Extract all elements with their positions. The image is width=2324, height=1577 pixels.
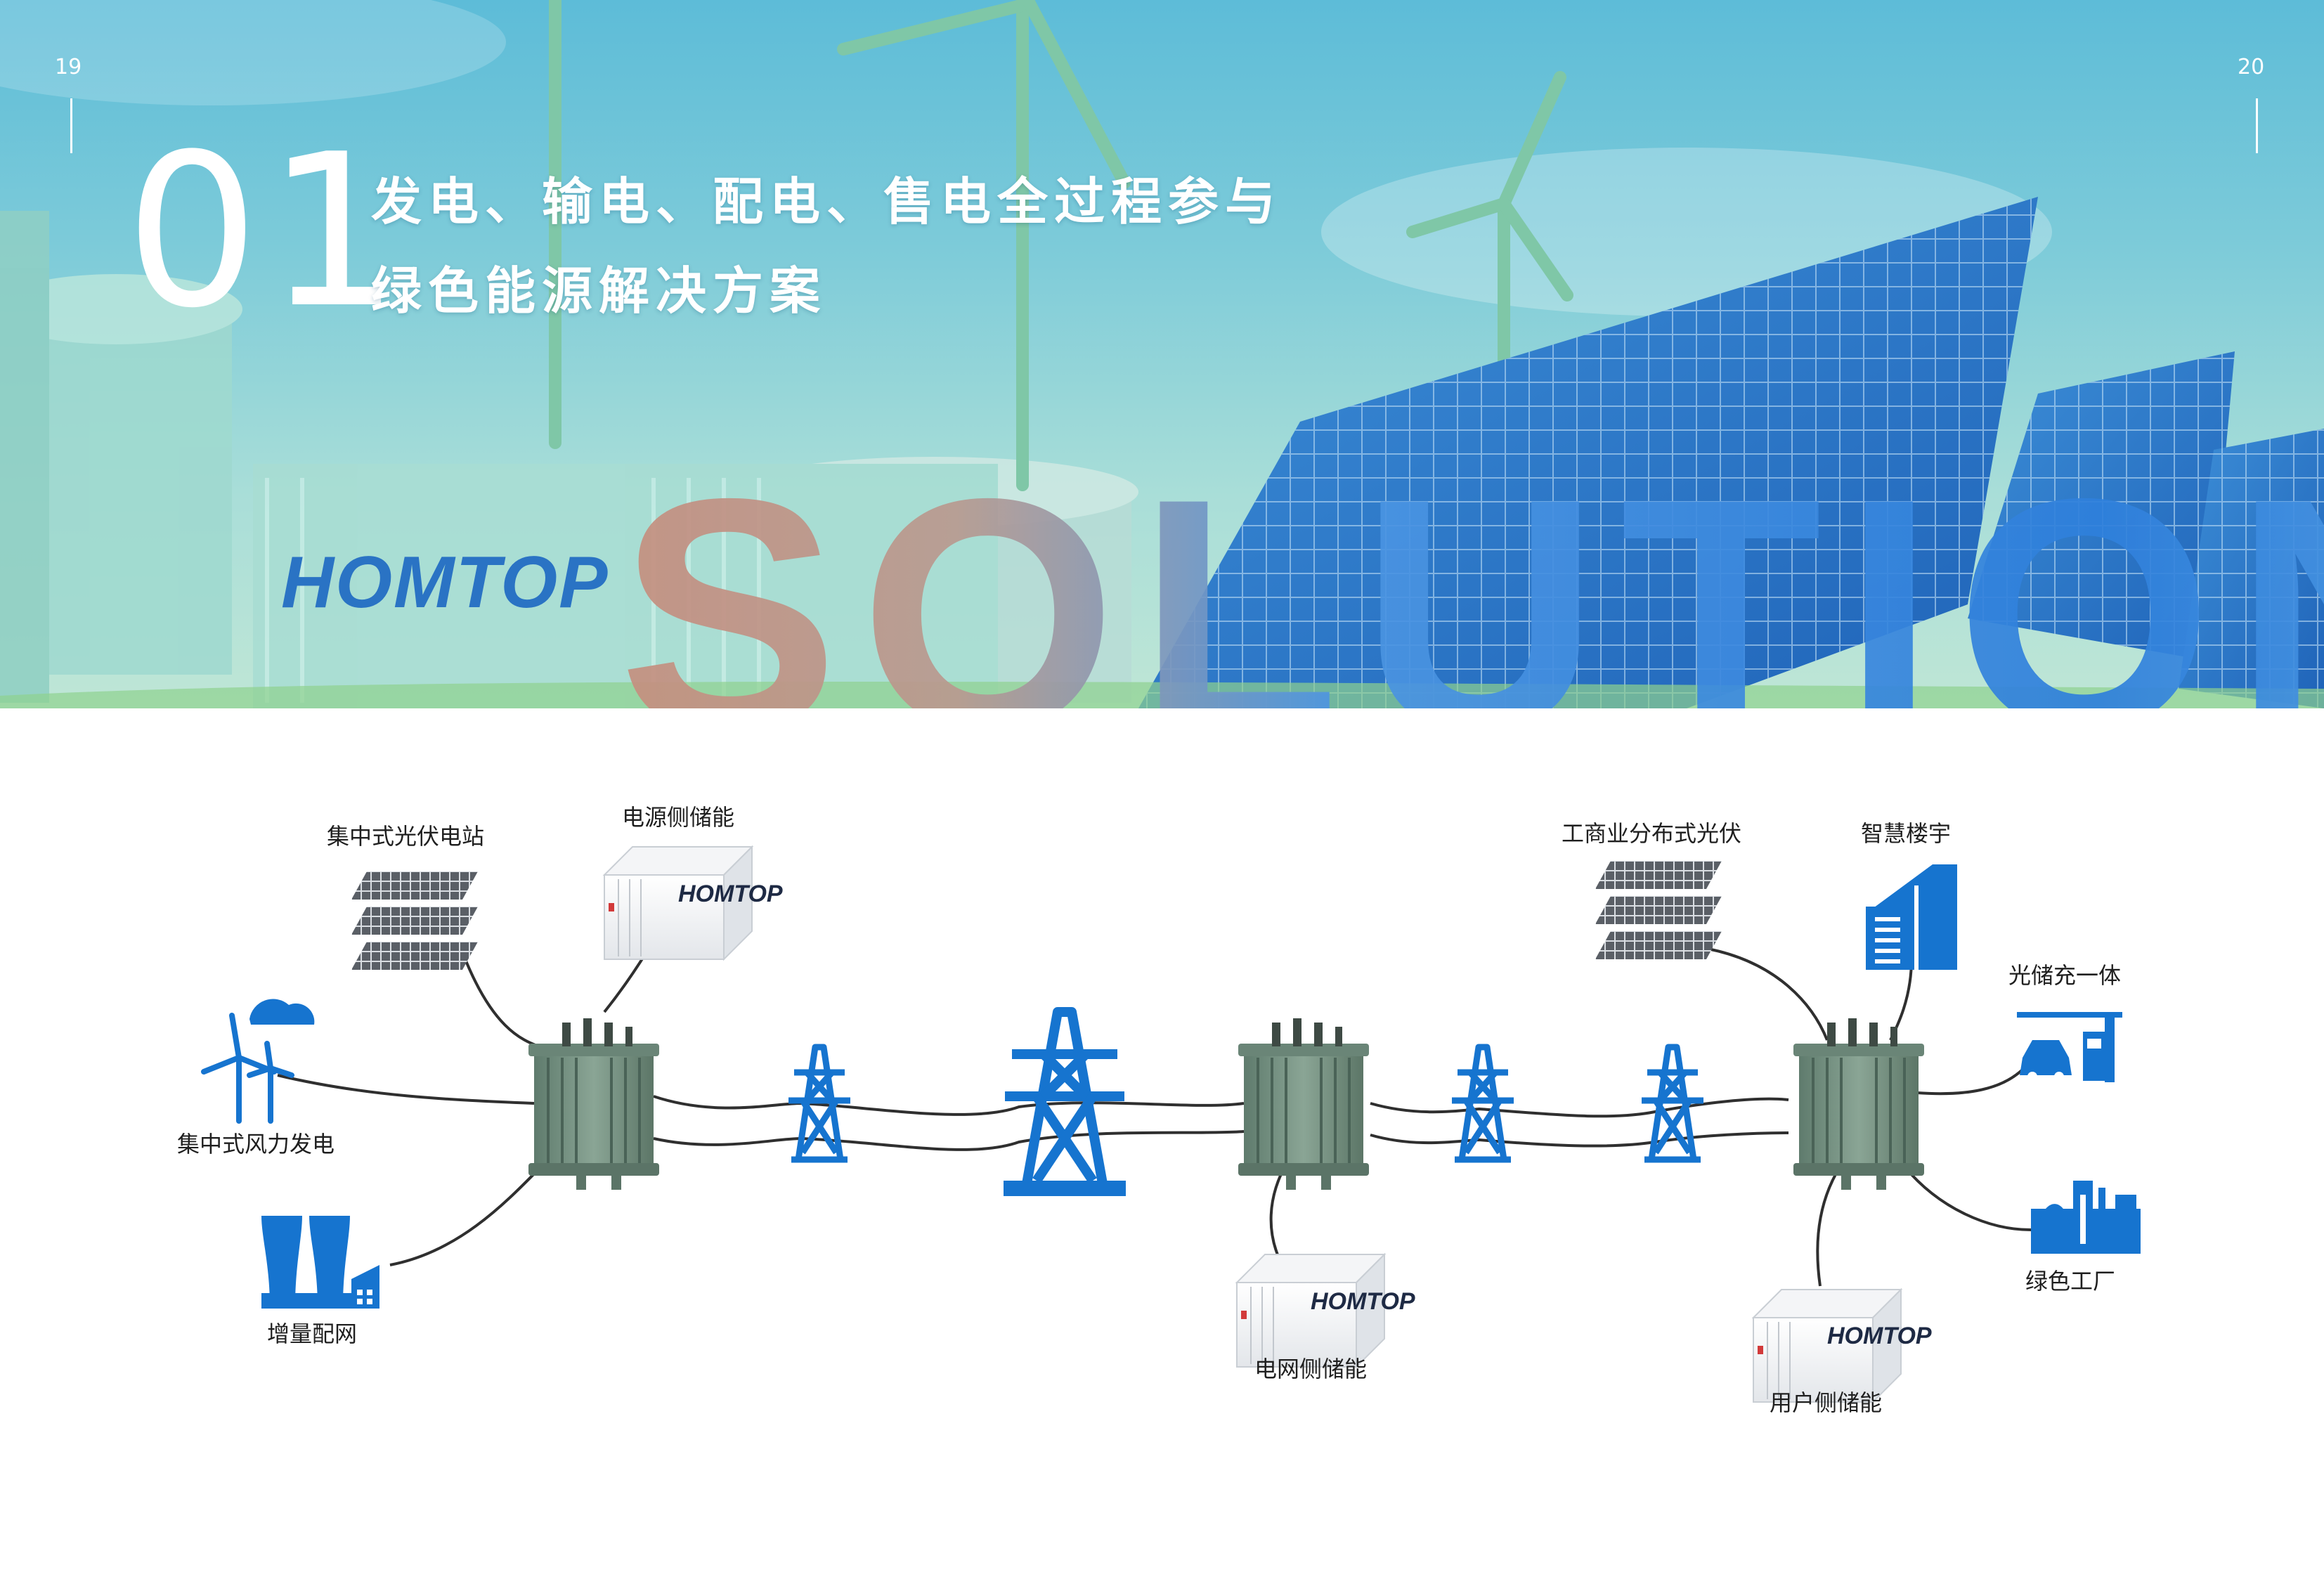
solar-panel-icon-right <box>1595 861 1722 959</box>
transmission-tower-icon <box>788 1047 850 1160</box>
hero-title-line2: 绿色能源解决方案 <box>371 261 827 320</box>
background-word: SOLUTIONS <box>618 450 2324 709</box>
transmission-tower-icon <box>1642 1047 1703 1160</box>
page-number-left-tick <box>70 98 72 153</box>
label-pv-station: 集中式光伏电站 <box>327 823 485 850</box>
transmission-tower-icon-large <box>1004 1007 1126 1196</box>
smart-building-icon <box>1866 864 1957 970</box>
wind-turbine-illustration <box>549 0 1573 491</box>
label-grid-storage: 电网侧储能 <box>1254 1356 1368 1382</box>
hero-banner: 19 20 SOLUTIONS HOMTOP 01 发电、输电、配电、售电全过程… <box>0 0 2324 708</box>
solar-array-illustration <box>1138 197 2324 708</box>
page-number-right-tick <box>2256 98 2258 153</box>
transmission-tower-icon <box>1452 1047 1514 1160</box>
hero-title-line1: 发电、输电、配电、售电全过程参与 <box>371 172 1283 231</box>
transformer-icon-left <box>527 1017 661 1191</box>
brand-logo: HOMTOP <box>281 542 609 623</box>
label-green-factory: 绿色工厂 <box>2025 1268 2116 1294</box>
ev-charging-icon <box>2017 1012 2122 1082</box>
label-smart-building: 智慧楼宇 <box>1861 820 1952 847</box>
label-incremental-grid: 增量配网 <box>267 1320 358 1347</box>
solar-panel-icon-left <box>351 871 478 970</box>
green-factory-icon <box>2031 1181 2141 1254</box>
container-logo-grid: HOMTOP <box>1311 1288 1415 1315</box>
label-wind-power: 集中式风力发电 <box>177 1131 335 1157</box>
storage-tank-illustration <box>0 211 1138 708</box>
page-number-right: 20 <box>2238 55 2265 79</box>
label-source-storage: 电源侧储能 <box>622 804 735 831</box>
container-logo-source: HOMTOP <box>678 881 783 907</box>
transformer-icon-middle <box>1237 1017 1370 1191</box>
label-pv-storage-charging: 光储充一体 <box>2008 962 2122 989</box>
hero-background-art <box>0 0 2324 708</box>
label-commercial-pv: 工商业分布式光伏 <box>1562 820 1742 847</box>
section-number: 01 <box>125 109 408 354</box>
factory-icon <box>261 1216 379 1309</box>
container-logo-user: HOMTOP <box>1827 1323 1932 1349</box>
transformer-icon-right <box>1792 1017 1926 1191</box>
page-number-left: 19 <box>55 55 82 79</box>
label-user-storage: 用户侧储能 <box>1770 1389 1883 1416</box>
wind-turbine-icon <box>201 999 315 1124</box>
